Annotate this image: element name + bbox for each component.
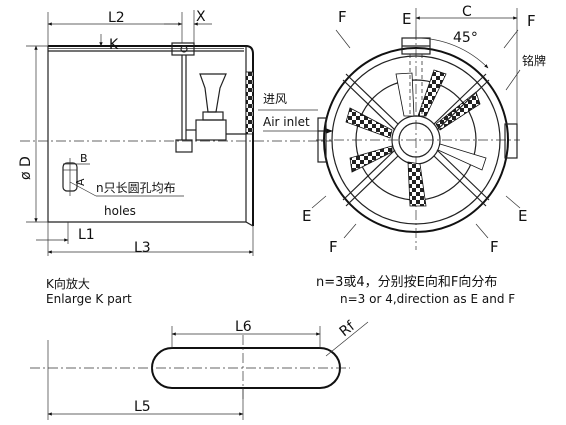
dim-k: K xyxy=(109,37,119,53)
dim-l6: L6 xyxy=(235,319,252,335)
holes-en: holes xyxy=(104,204,136,218)
dim-rf: Rf xyxy=(337,318,359,340)
label-e-top: E xyxy=(402,10,411,28)
label-f-top-right: F xyxy=(527,12,536,30)
dim-a: A xyxy=(74,178,87,186)
angle-45: 45° xyxy=(453,30,478,46)
dim-l2: L2 xyxy=(108,10,125,26)
label-f-bottom-right: F xyxy=(490,238,499,256)
holes-cn: n只长圆孔均布 xyxy=(96,181,176,195)
dim-phi-d: ø D xyxy=(18,156,34,180)
dim-c: C xyxy=(462,4,472,20)
enlarge-title-cn: K向放大 xyxy=(46,276,90,291)
enlarge-title-en: Enlarge K part xyxy=(46,292,132,306)
enlarge-k-view: K向放大 Enlarge K part L6 L5 Rf xyxy=(30,276,369,420)
label-e-bottom-right: E xyxy=(518,207,527,225)
dim-b: B xyxy=(80,152,88,165)
dim-l3: L3 xyxy=(134,240,151,256)
side-view: L2 X K ø D B A n只长圆孔均布 holes L1 L3 进风 xyxy=(18,9,333,256)
label-f-top-left: F xyxy=(338,8,347,26)
struts xyxy=(342,54,490,207)
nameplate-label: 铭牌 xyxy=(522,53,546,68)
inlet-en: Air inlet xyxy=(263,115,310,129)
inlet-cn: 进风 xyxy=(263,92,287,106)
dim-x: X xyxy=(196,9,206,25)
direction-note-en: n=3 or 4,direction as E and F xyxy=(340,292,515,306)
label-f-bottom-left: F xyxy=(329,238,338,256)
dim-l5: L5 xyxy=(134,399,151,415)
dim-l1: L1 xyxy=(78,227,95,243)
direction-note-cn: n=3或4，分别按E向和F向分布 xyxy=(316,274,497,290)
label-e-bottom-left: E xyxy=(302,207,311,225)
front-view: 45° C F E F E F E F 铭牌 n=3或4，分别按E向和F向分布 … xyxy=(302,4,546,306)
